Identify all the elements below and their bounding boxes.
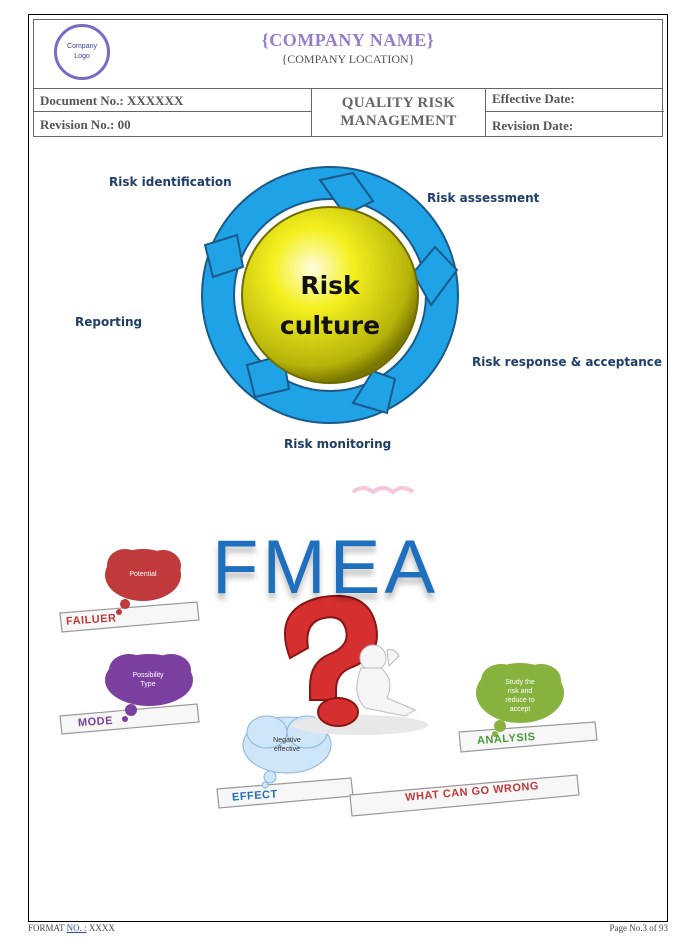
company-location: {COMPANY LOCATION} — [281, 52, 415, 66]
logo-text-line2: Logo — [74, 53, 90, 60]
analysis-tag-shape — [458, 721, 598, 753]
reporting-label: Reporting — [75, 315, 143, 329]
logo-text-line1: Company — [67, 42, 97, 50]
document-header: Company Logo {COMPANY NAME} {COMPANY LOC… — [33, 19, 664, 137]
company-name: {COMPANY NAME} — [261, 30, 435, 50]
mode-cloud-shape — [105, 654, 193, 722]
format-prefix: FORMAT — [28, 923, 67, 933]
analysis-cloud-text: Study the risk and reduce to accept — [492, 678, 548, 714]
analysis-cloud-line1: Study the — [505, 679, 535, 686]
effect-cloud-line1: Negative — [273, 737, 301, 744]
failure-cloud-text: Potential — [129, 571, 157, 578]
fmea-graphic — [59, 486, 598, 817]
format-value: XXXX — [86, 923, 115, 933]
arrowhead-left — [203, 233, 245, 279]
risk-identification-label: Risk identification — [109, 175, 232, 189]
document-title-line2: MANAGEMENT — [340, 113, 457, 129]
document-title-line1: QUALITY RISK — [341, 95, 456, 111]
format-no-label: NO. : — [66, 923, 87, 933]
center-text-line1: Risk — [300, 271, 360, 300]
risk-monitoring-label: Risk monitoring — [284, 437, 392, 451]
revision-number: Revision No.: 00 — [34, 112, 312, 137]
page-number: Page No.3 of 93 — [609, 923, 669, 933]
document-number: Document No.: XXXXXX — [34, 88, 312, 112]
analysis-cloud-line2: risk and — [507, 688, 533, 695]
what-can-go-wrong-tag-shape — [349, 774, 580, 817]
mode-cloud-line2: Type — [140, 681, 156, 688]
failure-tag-shape — [59, 601, 200, 633]
mode-cloud-text: Possibility Type — [118, 671, 178, 689]
revision-date: Revision Date: — [492, 118, 574, 133]
company-logo: Company Logo — [54, 24, 110, 80]
risk-cycle-diagram — [201, 166, 459, 424]
arrowhead-bottom-right — [351, 369, 397, 415]
failure-cloud-shape — [105, 549, 181, 615]
question-mark-figure — [283, 594, 428, 735]
effect-cloud-text: Negative effective — [257, 736, 317, 754]
analysis-cloud-line4: accept — [509, 706, 531, 713]
header-top-row: Company Logo {COMPANY NAME} {COMPANY LOC… — [34, 20, 662, 89]
risk-culture-label: Risk culture — [255, 266, 405, 346]
effective-date: Effective Date: — [486, 88, 664, 112]
analysis-cloud-line3: reduce to — [505, 697, 535, 704]
page-border — [28, 14, 668, 922]
mode-cloud-line1: Possibility — [132, 672, 164, 679]
mode-tag-label: MODE — [77, 714, 114, 730]
effect-cloud-line2: effective — [274, 746, 300, 753]
risk-assessment-label: Risk assessment — [427, 191, 540, 205]
center-text-line2: culture — [279, 311, 381, 340]
risk-culture-sphere — [241, 206, 419, 384]
risk-response-label: Risk response & acceptance — [472, 355, 663, 369]
arrowhead-right — [411, 245, 459, 307]
analysis-cloud-shape — [476, 663, 564, 737]
decorative-squiggle — [351, 486, 415, 495]
arrowhead-top — [318, 171, 375, 217]
fmea-title: FMEA — [212, 525, 440, 610]
mode-tag-shape — [59, 703, 200, 735]
document-title: QUALITY RISK MANAGEMENT — [312, 88, 486, 137]
format-number: FORMAT NO. : XXXX — [28, 923, 115, 933]
